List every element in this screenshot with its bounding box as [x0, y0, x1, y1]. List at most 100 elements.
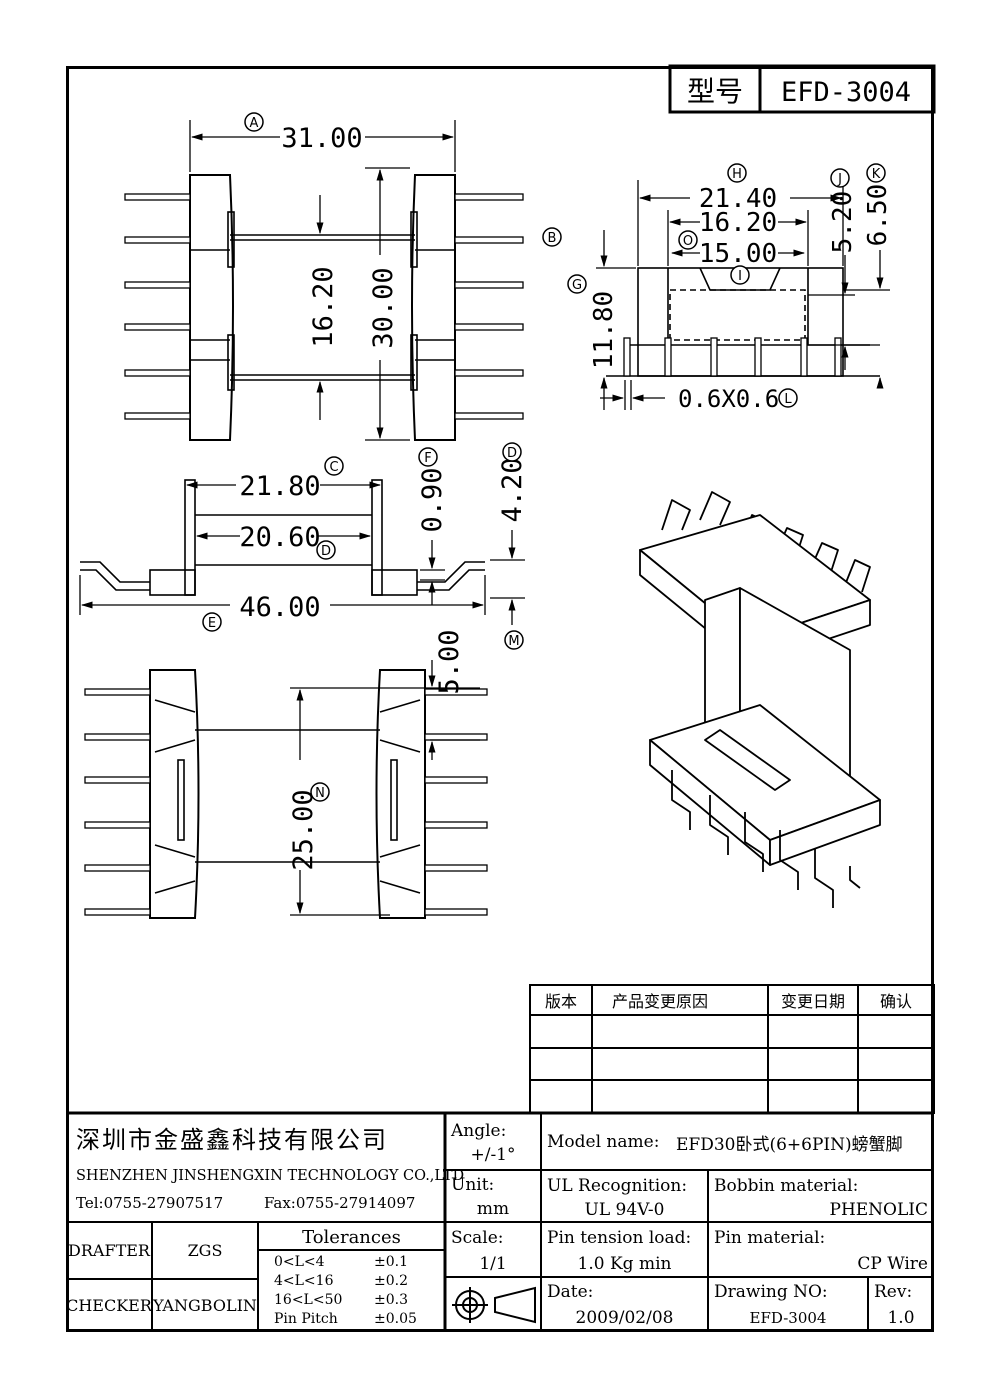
- pin-tension-label: Pin tension load:: [547, 1228, 692, 1248]
- model-name-value: EFD30卧式(6+6PIN)螃蟹脚: [676, 1134, 903, 1155]
- pin: [623, 337, 631, 377]
- bottom-view: [149, 669, 426, 919]
- pin: [710, 337, 718, 377]
- dim-K-value: 6.50: [863, 184, 893, 247]
- pin: [664, 337, 672, 377]
- pin: [84, 776, 151, 784]
- callout-letter: O: [683, 234, 693, 249]
- callout-letter: F: [424, 451, 431, 466]
- pin: [424, 733, 488, 741]
- pin: [124, 281, 191, 289]
- tolerance-value-4: ±0.05: [374, 1311, 417, 1327]
- callout-letter: H: [732, 167, 742, 182]
- tolerance-range-4: Pin Pitch: [274, 1311, 338, 1327]
- callout-circle: [678, 230, 698, 250]
- date-label: Date:: [547, 1282, 594, 1302]
- dim-A-value: 31.00: [281, 123, 362, 154]
- tolerance-range-3: 16<L<50: [274, 1292, 343, 1308]
- company-fax: Fax:0755-27914097: [264, 1194, 416, 1212]
- tolerances-title: Tolerances: [302, 1226, 401, 1248]
- dim-16-20-end-value: 16.20: [699, 208, 777, 238]
- callout-circle: [866, 163, 886, 183]
- dim-L-value: 0.6X0.6: [678, 385, 779, 413]
- dim-F-value: 0.90: [417, 467, 448, 532]
- bottom-view-pins: [84, 688, 488, 916]
- bobbin-material-value: PHENOLIC: [829, 1200, 929, 1220]
- pin: [800, 337, 808, 377]
- model-name-label: Model name:: [547, 1132, 660, 1152]
- pin: [454, 281, 524, 289]
- scale-value: 1/1: [479, 1254, 507, 1274]
- callout-letter: D: [507, 446, 517, 461]
- date-value: 2009/02/08: [575, 1308, 674, 1328]
- angle-value: +/-1°: [470, 1145, 516, 1165]
- angle-label: Angle:: [451, 1121, 507, 1141]
- callout-circle: [244, 112, 264, 132]
- pin: [424, 821, 488, 829]
- callout-letter: L: [784, 392, 792, 407]
- callout-letter: M: [508, 634, 519, 649]
- checker-label: CHECKER: [66, 1296, 152, 1315]
- company-name-en: SHENZHEN JINSHENGXIN TECHNOLOGY CO.,LTD: [76, 1168, 465, 1184]
- callout-circle: [324, 456, 344, 476]
- unit-value: mm: [476, 1199, 510, 1219]
- callout-circle: [727, 163, 747, 183]
- callout-circle: [202, 612, 222, 632]
- drawing-no-value: EFD-3004: [749, 1309, 827, 1327]
- pin: [834, 337, 842, 377]
- pin-material-label: Pin material:: [714, 1228, 826, 1248]
- pin: [124, 193, 191, 201]
- rev-header-date: 变更日期: [780, 992, 845, 1011]
- pin: [454, 412, 524, 420]
- callout-circle: [830, 168, 850, 188]
- pin: [754, 337, 762, 377]
- dim-I-value: 15.00: [699, 239, 777, 269]
- pin: [124, 323, 191, 331]
- callout-letter: N: [315, 786, 325, 801]
- dim-N-value: 25.00: [288, 789, 319, 870]
- pin: [424, 864, 488, 872]
- rev-header-reason: 产品变更原因: [612, 992, 709, 1011]
- dim-D-value: 4.20: [497, 457, 528, 522]
- model-box: 型号 EFD-3004: [668, 64, 936, 114]
- ul-recognition-label: UL Recognition:: [547, 1176, 688, 1196]
- callout-letter: K: [872, 167, 881, 182]
- model-box-label: 型号: [687, 75, 743, 108]
- end-view-pins: [623, 337, 842, 377]
- callout-letter: E: [208, 616, 216, 631]
- revision-table: [529, 984, 935, 1114]
- callout-circle: [316, 540, 336, 560]
- rev-label: Rev:: [874, 1282, 913, 1302]
- pin: [424, 688, 488, 696]
- tolerance-range-1: 0<L<4: [274, 1254, 325, 1270]
- pin-tension-value: 1.0 Kg min: [577, 1254, 672, 1274]
- callout-circle: [730, 265, 750, 285]
- pin: [84, 688, 151, 696]
- rev-value: 1.0: [887, 1308, 915, 1328]
- drawing-no-label: Drawing NO:: [714, 1282, 828, 1302]
- callout-circle: [504, 630, 524, 650]
- callout-letter: A: [250, 116, 259, 131]
- pin: [84, 733, 151, 741]
- callout-circle: [502, 442, 522, 462]
- pin: [124, 236, 191, 244]
- dim-E-value: 46.00: [239, 592, 320, 623]
- callout-letter: G: [572, 278, 582, 293]
- callout-letter: B: [548, 231, 557, 246]
- pin: [124, 412, 191, 420]
- dim-B-value: 30.00: [368, 267, 399, 348]
- callout-circle: [567, 274, 587, 294]
- tolerance-value-1: ±0.1: [374, 1254, 408, 1270]
- top-view: [189, 174, 456, 441]
- top-view-pins: [124, 193, 524, 420]
- isometric-view: [639, 491, 881, 908]
- dim-20-60-value: 20.60: [239, 522, 320, 553]
- callout-letter: C: [329, 460, 338, 475]
- checker-value: YANGBOLIN: [153, 1296, 257, 1315]
- pin: [454, 236, 524, 244]
- pin: [424, 908, 488, 916]
- dim-16-20-value: 16.20: [308, 266, 339, 347]
- drawing-sheet: [66, 66, 934, 1332]
- drafter-label: DRAFTER: [68, 1241, 150, 1260]
